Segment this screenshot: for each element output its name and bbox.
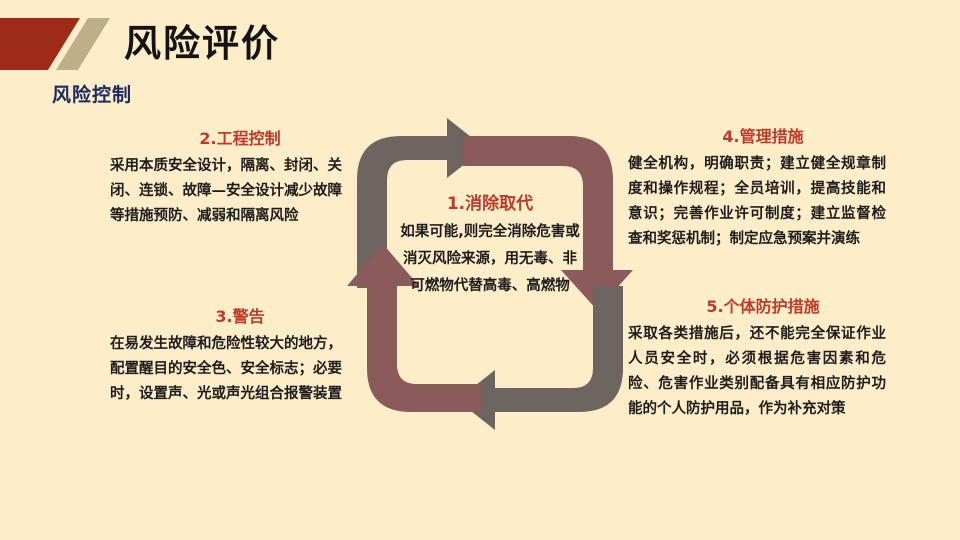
arrow-bottom-left-icon: [347, 244, 481, 412]
arrow-top-left-icon: [357, 118, 485, 288]
text-block-warning: 3.警告 在易发生故障和危险性较大的地方，配置醒目的安全色、安全标志；必要时，设…: [110, 306, 342, 407]
text-block-personal-protection: 5.个体防护措施 采取各类措施后，还不能完全保证作业人员安全时，必须根据危害因素…: [628, 296, 886, 422]
cycle-diagram: [345, 118, 635, 430]
page-subtitle: 风险控制: [52, 84, 133, 106]
block-4-heading: 4.管理措施: [722, 127, 804, 146]
text-block-management-measures: 4.管理措施 健全机构，明确职责；建立健全规章制度和操作规程；全员培训，提高技能…: [628, 126, 886, 252]
text-block-engineering-control: 2.工程控制 采用本质安全设计，隔离、封闭、关闭、连锁、故障—安全设计减少故障等…: [110, 128, 342, 229]
banner-tan-stripe: [56, 18, 110, 70]
block-2-heading: 2.工程控制: [199, 129, 281, 148]
block-2-body: 采用本质安全设计，隔离、封闭、关闭、连锁、故障—安全设计减少故障等措施预防、减弱…: [110, 158, 342, 224]
header-banner-decoration: [0, 18, 130, 70]
block-5-body: 采取各类措施后，还不能完全保证作业人员安全时，必须根据危害因素和危险、危害作业类…: [628, 326, 886, 417]
banner-red-shape: [0, 18, 80, 70]
arrow-bottom-right-icon: [457, 286, 623, 430]
block-4-body: 健全机构，明确职责；建立健全规章制度和操作规程；全员培训，提高技能和意识；完善作…: [628, 156, 886, 247]
block-3-heading: 3.警告: [215, 307, 265, 326]
page-title: 风险评价: [124, 22, 280, 65]
block-5-heading: 5.个体防护措施: [706, 297, 820, 316]
arrow-top-right-icon: [463, 136, 633, 310]
block-3-body: 在易发生故障和危险性较大的地方，配置醒目的安全色、安全标志；必要时，设置声、光或…: [110, 336, 342, 402]
